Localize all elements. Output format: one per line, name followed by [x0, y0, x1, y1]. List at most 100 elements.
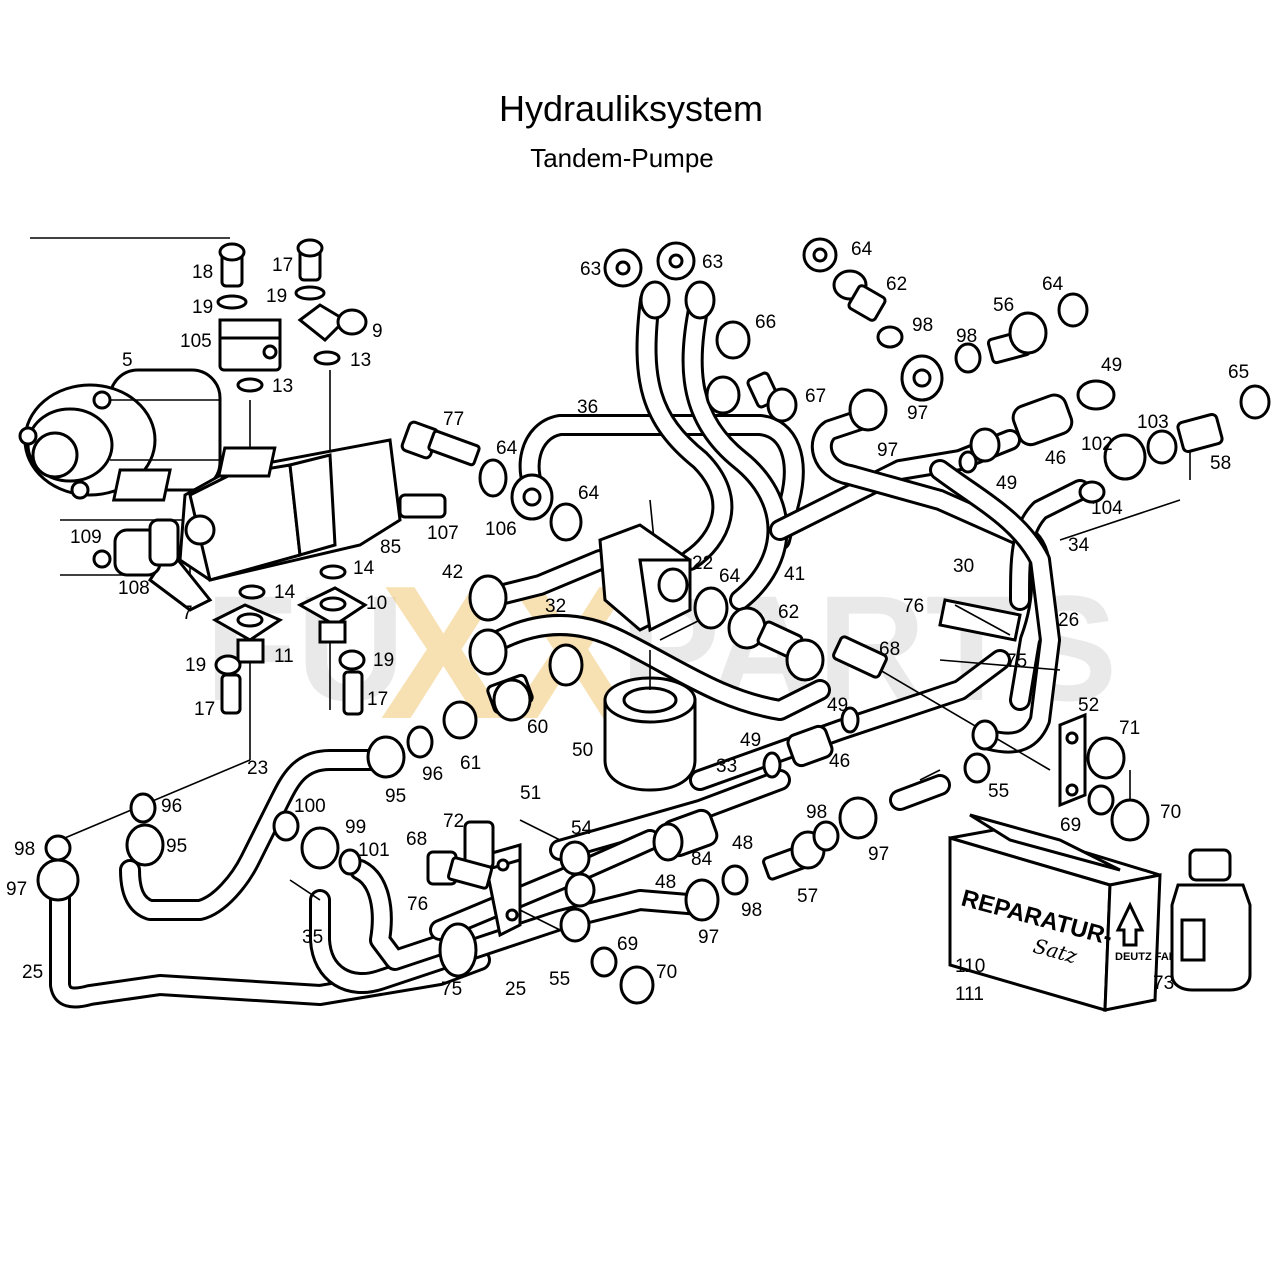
part-label-108: 108 [118, 578, 150, 599]
part-label-13: 13 [272, 376, 293, 397]
part-label-107: 107 [427, 523, 459, 544]
fittings-center [366, 420, 888, 779]
oil-filter [603, 650, 697, 792]
part-label-62: 62 [886, 274, 907, 295]
part-label-64: 64 [578, 483, 600, 504]
part-label-49: 49 [740, 730, 761, 751]
part-label-17: 17 [367, 689, 388, 710]
part-label-105: 105 [180, 331, 212, 352]
part-label-97: 97 [868, 844, 889, 865]
part-label-64: 64 [496, 438, 518, 459]
part-label-77: 77 [443, 409, 464, 430]
fluid-bottle [1170, 848, 1252, 992]
part-label-35: 35 [302, 927, 323, 948]
part-label-76: 76 [407, 894, 428, 915]
part-label-18: 18 [192, 262, 213, 283]
part-label-9: 9 [372, 321, 383, 342]
part-label-98: 98 [956, 326, 977, 347]
part-label-85: 85 [380, 537, 401, 558]
part-label-49: 49 [827, 695, 848, 716]
part-label-70: 70 [656, 962, 677, 983]
part-label-19: 19 [185, 655, 206, 676]
fittings-lower-left [36, 792, 655, 1005]
part-label-19: 19 [266, 286, 287, 307]
fittings-top-right [802, 237, 1271, 504]
part-label-5: 5 [122, 350, 133, 371]
part-label-55: 55 [549, 969, 570, 990]
part-label-22: 22 [692, 553, 713, 574]
valve-block [216, 238, 368, 393]
part-label-36: 36 [577, 397, 598, 418]
part-label-48: 48 [655, 872, 676, 893]
part-label-101: 101 [358, 840, 390, 861]
part-label-111: 111 [955, 984, 984, 1005]
part-label-11: 11 [274, 646, 294, 667]
part-label-103: 103 [1137, 412, 1169, 433]
part-label-100: 100 [294, 796, 326, 817]
part-label-49: 49 [1101, 355, 1122, 376]
part-label-10: 10 [366, 593, 387, 614]
part-label-46: 46 [829, 751, 850, 772]
part-label-25: 25 [22, 962, 43, 983]
part-label-61: 61 [460, 753, 481, 774]
part-label-49: 49 [996, 473, 1017, 494]
flanges [211, 564, 368, 716]
part-label-48: 48 [732, 833, 753, 854]
part-label-67: 67 [805, 386, 826, 407]
part-label-106: 106 [485, 519, 517, 540]
kit-box-logo: DEUTZ FAHR [1115, 951, 1185, 963]
part-label-69: 69 [617, 934, 638, 955]
part-label-97: 97 [907, 403, 928, 424]
part-label-68: 68 [406, 829, 427, 850]
part-label-63: 63 [702, 252, 723, 273]
part-label-95: 95 [385, 786, 406, 807]
part-label-7: 7 [182, 603, 193, 624]
part-label-75: 75 [441, 979, 462, 1000]
part-label-96: 96 [422, 764, 443, 785]
diagram-subtitle: Tandem-Pumpe [530, 143, 714, 173]
part-label-26: 26 [1058, 610, 1079, 631]
part-label-70: 70 [1160, 802, 1181, 823]
part-label-30: 30 [953, 556, 974, 577]
tandem-pump [92, 438, 447, 612]
part-label-72: 72 [443, 811, 464, 832]
part-label-69: 69 [1060, 815, 1081, 836]
part-label-46: 46 [1045, 448, 1066, 469]
part-label-104: 104 [1091, 498, 1123, 519]
part-label-73: 73 [1153, 973, 1174, 994]
part-label-98: 98 [741, 900, 762, 921]
part-label-34: 34 [1068, 535, 1090, 556]
part-label-55: 55 [988, 781, 1009, 802]
part-label-97: 97 [877, 440, 898, 461]
repair-kit-box: REPARATUR- Satz DEUTZ FAHR [948, 813, 1185, 1012]
part-label-63: 63 [580, 259, 601, 280]
part-label-110: 110 [955, 956, 985, 977]
part-label-14: 14 [353, 558, 375, 579]
part-label-17: 17 [272, 255, 293, 276]
part-label-75: 75 [1006, 651, 1027, 672]
part-label-23: 23 [247, 758, 268, 779]
drive-motor [18, 368, 222, 500]
part-label-13: 13 [350, 350, 371, 371]
part-label-32: 32 [545, 596, 566, 617]
part-label-62: 62 [778, 602, 799, 623]
part-label-84: 84 [691, 849, 713, 870]
part-label-98: 98 [806, 802, 827, 823]
fittings-lower-middle [652, 706, 878, 922]
part-label-52: 52 [1078, 695, 1099, 716]
hose-ends-top [603, 241, 798, 423]
part-label-76: 76 [903, 596, 924, 617]
bracket-right [963, 712, 1150, 842]
part-label-33: 33 [716, 756, 737, 777]
part-label-96: 96 [161, 796, 182, 817]
part-label-65: 65 [1228, 362, 1249, 383]
part-label-19: 19 [192, 297, 213, 318]
part-label-102: 102 [1081, 434, 1113, 455]
part-label-19: 19 [373, 650, 394, 671]
part-label-56: 56 [993, 295, 1014, 316]
part-label-97: 97 [6, 879, 27, 900]
part-label-99: 99 [345, 817, 366, 838]
part-label-109: 109 [70, 527, 102, 548]
part-label-95: 95 [166, 836, 187, 857]
